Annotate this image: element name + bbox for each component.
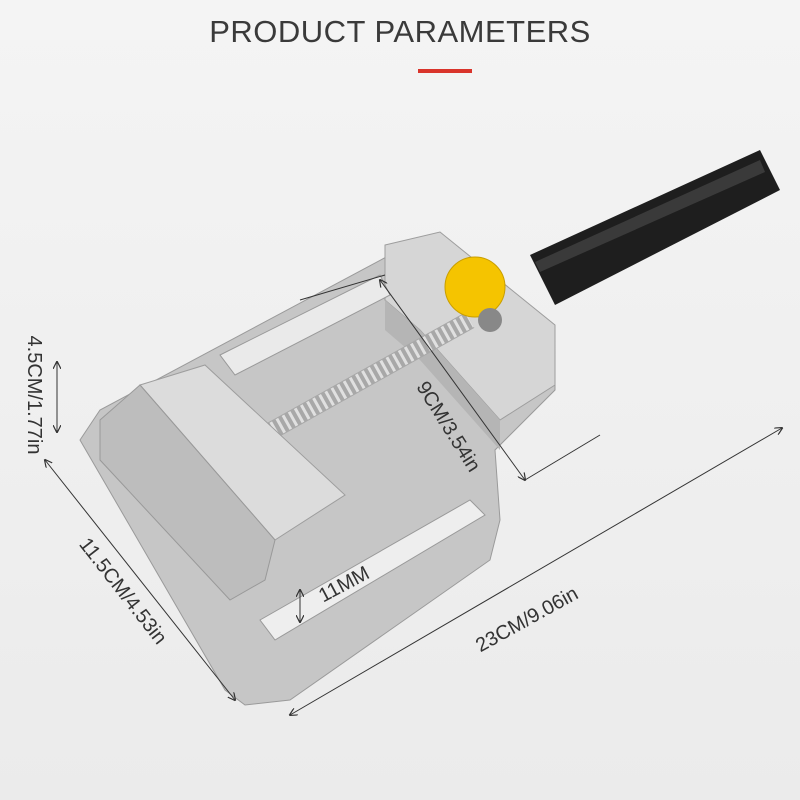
dim-label-jaw-height: 4.5CM/1.77in (23, 336, 45, 455)
dim-line-total-length (290, 428, 782, 715)
title-underline (418, 69, 472, 73)
page-title: PRODUCT PARAMETERS (209, 14, 591, 49)
vise-product-image (79, 150, 780, 706)
dim-label-total-length: 23CM/9.06in (472, 583, 582, 657)
dim-line-base-width (45, 460, 235, 700)
vise-knob (444, 256, 506, 318)
